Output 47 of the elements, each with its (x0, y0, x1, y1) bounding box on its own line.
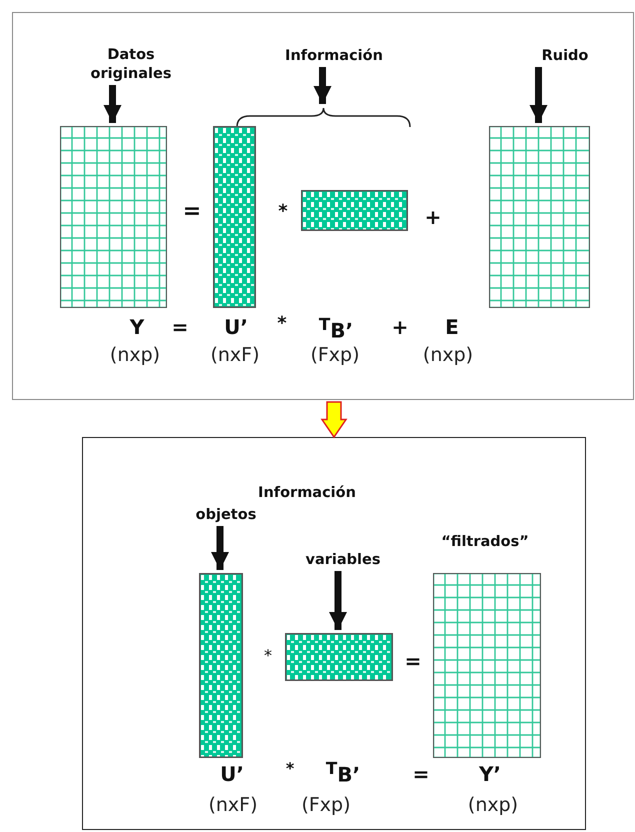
operator-sign: = (182, 200, 202, 224)
matrix-size-label: (Fxp) (301, 795, 351, 816)
matrix-grid (489, 126, 590, 308)
matrix-pattern (301, 190, 408, 231)
matrix-symbol: U’ (224, 316, 248, 338)
heading-label: Ruido (529, 47, 601, 66)
curly-brace (236, 107, 411, 127)
matrix-symbol: $^{T}$B’ (318, 316, 354, 342)
operator-sign: + (392, 316, 408, 338)
matrix-size-label: (nxp) (110, 345, 160, 366)
matrix-symbol: $^{T}$B’ (326, 760, 360, 786)
matrix-size-label: (Fxp) (310, 345, 360, 366)
heading-label: “filtrados” (441, 535, 529, 551)
matrix-symbol: U’ (220, 763, 244, 785)
matrix-grid (60, 126, 167, 308)
operator-sign: * (264, 647, 272, 665)
matrix-symbol: E (445, 316, 459, 338)
matrix-size-label: (nxp) (422, 345, 474, 366)
arrow (328, 571, 348, 630)
arrow (210, 526, 230, 570)
operator-sign: * (277, 314, 287, 334)
panel-frame (82, 437, 586, 830)
operator-sign: = (404, 650, 422, 672)
operator-sign: * (278, 202, 288, 222)
matrix-pattern (213, 126, 256, 308)
operator-sign: = (172, 316, 188, 338)
matrix-pattern (199, 573, 243, 758)
operator-sign: + (424, 206, 442, 228)
heading-label: Información (258, 486, 356, 502)
operator-sign: = (412, 763, 430, 785)
operator-sign: * (286, 760, 294, 778)
matrix-size-label: (nxp) (468, 795, 518, 816)
heading-label: objetos (186, 506, 266, 525)
heading-label: Datos originales (71, 46, 191, 84)
arrow (529, 67, 548, 123)
heading-label: variables (293, 551, 393, 570)
matrix-grid (433, 573, 541, 758)
matrix-size-label: (nxF) (210, 345, 260, 366)
matrix-size-label: (nxF) (208, 795, 258, 816)
arrow (103, 85, 122, 123)
panel-frame (12, 12, 634, 400)
matrix-symbol: Y (130, 316, 144, 338)
matrix-symbol: Y’ (478, 763, 502, 785)
matrix-pattern (285, 633, 393, 681)
block-arrow (320, 401, 348, 438)
heading-label: Información (264, 47, 404, 66)
arrow (313, 67, 332, 104)
